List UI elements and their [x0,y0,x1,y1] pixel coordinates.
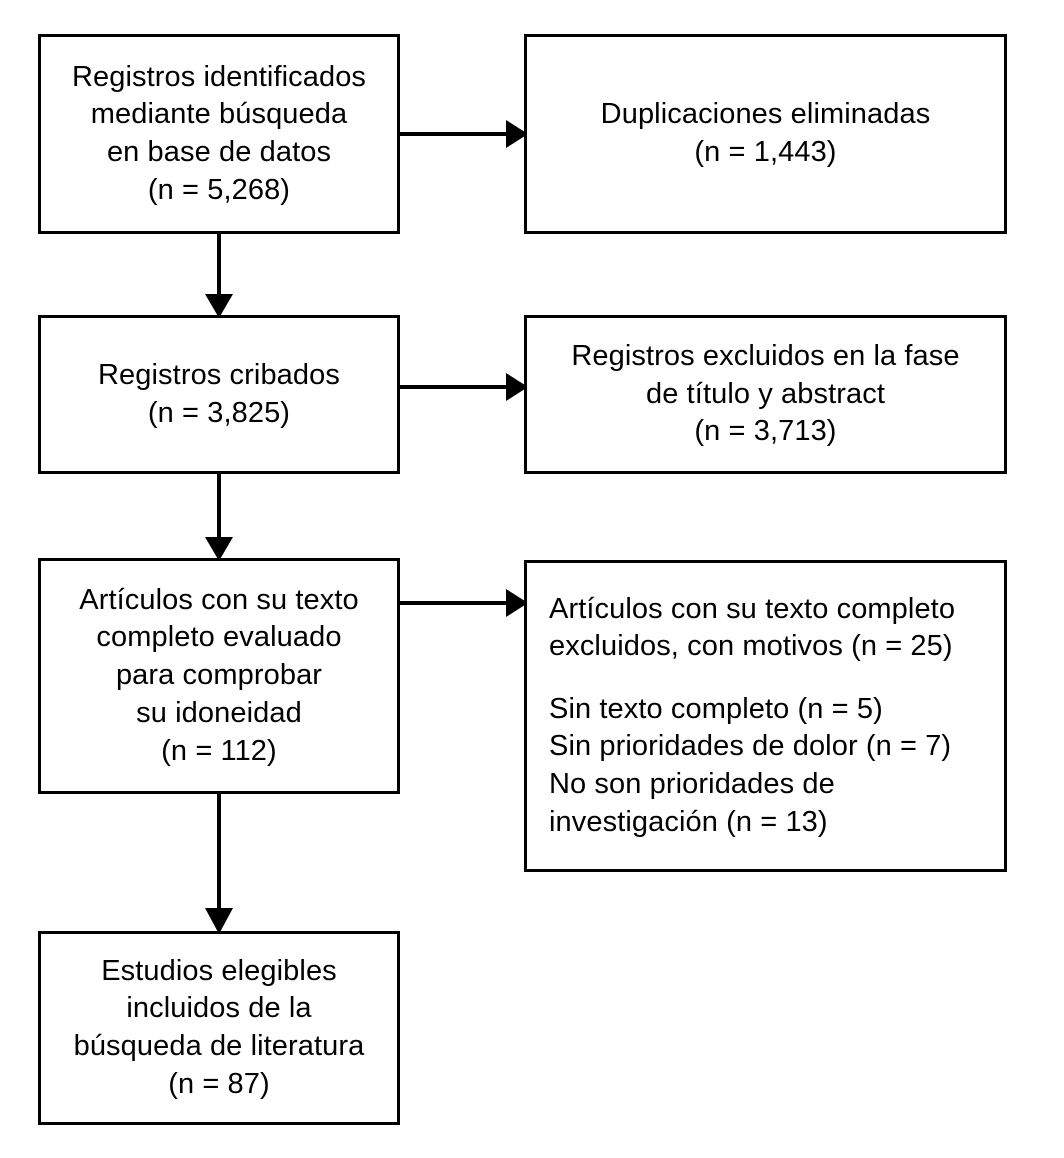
node-line: Duplicaciones eliminadas [600,98,931,131]
node-line: Registros excluidos en la fase [571,339,960,372]
node-count: (n = 5,268) [147,173,291,206]
node-line: Artículos con su texto completo [549,592,956,625]
node-line: para comprobar [115,659,323,692]
node-fulltext-excluded: Artículos con su texto completo excluido… [524,560,1007,872]
node-count: (n = 1,443) [694,136,837,168]
node-records-screened: Registros cribados (n = 3,825) [38,315,400,474]
node-line: Registros cribados [98,358,340,391]
arrow-fulltext-to-excluded-fulltext [398,587,528,619]
node-reason: No son prioridades de [549,768,835,800]
node-line: Estudios elegibles [101,954,337,987]
arrow-screened-to-fulltext [203,472,235,561]
arrow-identified-to-duplicates [398,118,528,150]
arrow-fulltext-to-included [203,792,235,934]
node-line: búsqueda de literatura [73,1030,365,1062]
node-reason: Sin prioridades de dolor (n = 7) [549,730,952,763]
node-duplicates-removed: Duplicaciones eliminadas (n = 1,443) [524,34,1007,234]
node-line: Artículos con su texto [79,583,359,616]
node-line: su idoneidad [136,696,302,729]
node-reason: investigación (n = 13) [549,805,828,838]
node-line: incluidos de la [126,992,312,1025]
node-studies-included: Estudios elegibles incluidos de la búsqu… [38,931,400,1125]
node-reason: Sin texto completo (n = 5) [549,692,883,725]
node-line: mediante búsqueda [90,98,348,131]
node-count: (n = 3,713) [694,415,837,448]
node-count: (n = 3,825) [147,396,291,429]
node-count: (n = 112) [161,734,277,767]
node-line: de título y abstract [646,377,885,410]
node-line: en base de datos [106,136,332,168]
node-line: Registros identificados [71,60,367,93]
node-line: excluidos, con motivos (n = 25) [549,630,953,663]
node-records-excluded-title-abstract: Registros excluidos en la fase de título… [524,315,1007,474]
arrow-identified-to-screened [203,232,235,318]
node-fulltext-assessed: Artículos con su texto completo evaluado… [38,558,400,794]
arrow-screened-to-excluded-title-abstract [398,371,528,403]
node-count: (n = 87) [168,1067,270,1100]
node-line: completo evaluado [96,621,342,654]
node-records-identified: Registros identificados mediante búsqued… [38,34,400,234]
